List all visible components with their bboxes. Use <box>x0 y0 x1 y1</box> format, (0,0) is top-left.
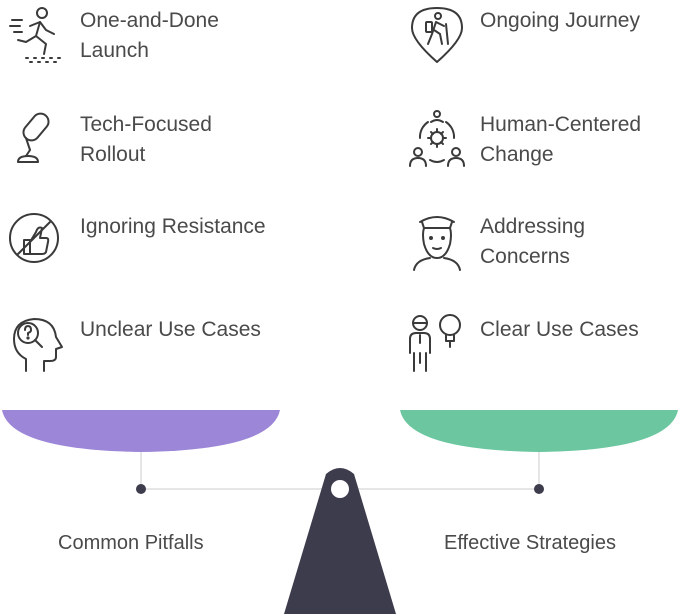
worker-face-icon <box>406 210 468 272</box>
fulcrum-hole <box>331 480 349 498</box>
strategy-label: Human-Centered Change <box>480 113 642 166</box>
running-leap-icon <box>6 4 68 66</box>
pitfall-item-one-and-done: One-and-Done Launch <box>6 4 270 66</box>
right-pivot <box>534 484 544 494</box>
right-pan <box>400 410 678 452</box>
pitfall-label: One-and-Done Launch <box>80 9 219 62</box>
person-lightbulb-icon <box>406 313 468 375</box>
strategy-item-clear-use-cases: Clear Use Cases <box>406 313 670 375</box>
pitfall-item-tech-focused: Tech-Focused Rollout <box>6 108 270 170</box>
left-pivot <box>136 484 146 494</box>
hiker-location-pin-icon <box>406 4 468 66</box>
pitfall-label: Tech-Focused Rollout <box>80 113 212 166</box>
strategy-item-addressing-concerns: Addressing Concerns <box>406 210 670 272</box>
balance-scale <box>2 410 678 614</box>
confused-head-icon <box>6 313 68 375</box>
microphone-stand-icon <box>6 108 68 170</box>
people-gear-icon <box>406 108 468 170</box>
pitfall-label: Unclear Use Cases <box>80 318 261 341</box>
fulcrum <box>284 468 396 614</box>
pitfall-label: Ignoring Resistance <box>80 215 266 238</box>
pitfalls-title: Common Pitfalls <box>58 532 204 554</box>
strategy-label: Addressing Concerns <box>480 215 586 268</box>
strategy-label: Clear Use Cases <box>480 318 639 341</box>
no-thumbs-up-icon <box>6 210 68 272</box>
strategies-title: Effective Strategies <box>444 532 616 554</box>
strategy-label: Ongoing Journey <box>480 9 640 32</box>
left-pan <box>2 410 280 452</box>
pitfall-item-ignoring-resistance: Ignoring Resistance <box>6 210 270 272</box>
pitfall-item-unclear-use-cases: Unclear Use Cases <box>6 313 270 375</box>
strategy-item-ongoing-journey: Ongoing Journey <box>406 4 670 66</box>
strategy-item-human-centered: Human-Centered Change <box>406 108 670 170</box>
